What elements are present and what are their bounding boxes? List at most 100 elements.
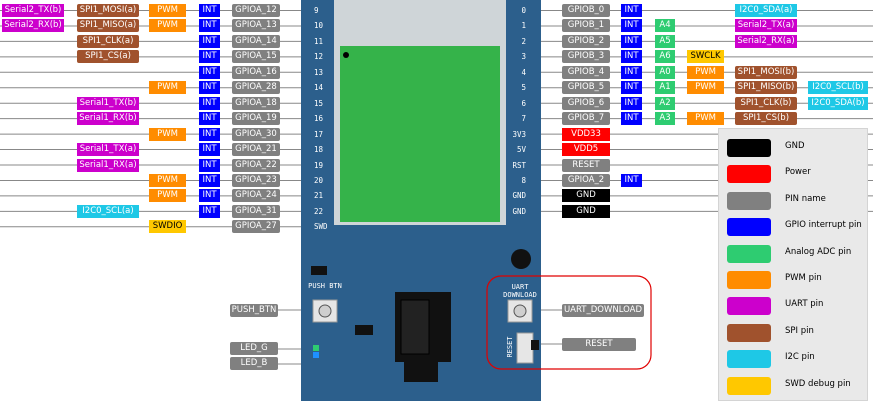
right-func-label: I2C0_SDA(a)	[735, 4, 797, 17]
legend-swatch	[727, 139, 771, 157]
legend-item: PWM pin	[727, 271, 867, 291]
right-int-label: INT	[621, 81, 642, 95]
left-pin-number: 21	[314, 191, 324, 201]
left-pin-number: 11	[314, 36, 324, 46]
left-pin-number: 18	[314, 145, 324, 155]
left-gpio-label: GPIOA_31	[232, 204, 280, 218]
right-pin-number: RST	[512, 160, 526, 170]
right-int-label: INT	[621, 65, 642, 79]
right-pin-number: 3V3	[512, 129, 526, 139]
legend-swatch	[727, 191, 771, 210]
left-func-label: SPI1_CLK(a)	[77, 34, 139, 48]
left-int-label: INT	[199, 204, 220, 218]
led-blue	[313, 352, 319, 358]
reset-switch	[516, 332, 534, 364]
right-int-label: INT	[621, 34, 642, 48]
legend-swatch	[727, 218, 771, 237]
right-pin-number: 6	[521, 98, 526, 108]
left-pin-number: 13	[314, 67, 324, 77]
right-name-label: GND	[562, 204, 610, 218]
regulator-chip	[311, 266, 327, 275]
left-func-label: Serial1_RX(b)	[77, 112, 139, 126]
left-pin-number: 14	[314, 83, 324, 93]
right-func-label: PWM	[687, 65, 724, 79]
legend-item: Power	[727, 165, 867, 185]
legend-label: Analog ADC pin	[785, 246, 852, 257]
left-int-label: INT	[199, 158, 220, 172]
right-name-label: GPIOB_0	[562, 4, 610, 17]
left-func-label: Serial1_TX(b)	[77, 96, 139, 110]
left-func-label: Serial2_RX(b)	[2, 19, 64, 33]
right-func-label: SPI1_MOSI(b)	[735, 65, 797, 79]
right-adc-label: A0	[655, 65, 675, 79]
right-func-label: PWM	[687, 112, 724, 126]
left-int-label: INT	[199, 143, 220, 157]
usb-connector-inner	[400, 299, 430, 355]
legend-swatch	[727, 323, 771, 342]
right-name-label: GPIOB_6	[562, 96, 610, 110]
right-func-label: SWCLK	[687, 50, 724, 64]
right-pin-number: 5	[521, 83, 526, 93]
legend-swatch	[727, 271, 771, 289]
legend-label: SPI pin	[785, 325, 814, 336]
right-pin-number: 8	[521, 175, 526, 185]
right-pin-number: 7	[521, 114, 526, 124]
right-func-label: Serial2_TX(a)	[735, 19, 797, 33]
led-green	[313, 345, 319, 351]
right-int-label: INT	[621, 96, 642, 110]
right-name-label: GPIOB_3	[562, 50, 610, 64]
left-int-label: INT	[199, 81, 220, 95]
antenna-area	[340, 46, 500, 222]
led-b-label: LED_B	[230, 357, 278, 370]
right-name-label: GPIOB_2	[562, 34, 610, 48]
left-func-label: PWM	[149, 19, 186, 33]
legend-label: PIN name	[785, 193, 826, 204]
legend-item: Analog ADC pin	[727, 244, 867, 265]
left-int-label: INT	[199, 173, 220, 187]
legend-label: SWD debug pin	[785, 378, 851, 389]
left-int-label: INT	[199, 189, 220, 203]
legend-label: GND	[785, 141, 805, 151]
legend-label: I2C pin	[785, 352, 815, 363]
legend-item: GND	[727, 139, 867, 159]
left-func-label: PWM	[149, 189, 186, 203]
left-func-label: SPI1_CS(a)	[77, 50, 139, 64]
left-pin-number: 15	[314, 98, 324, 108]
right-int-label: INT	[621, 173, 642, 187]
right-func-label: SPI1_MISO(b)	[735, 81, 797, 95]
right-adc-label: A2	[655, 96, 675, 110]
right-name-label: VDD5	[562, 143, 610, 157]
right-name-label: GPIOB_1	[562, 19, 610, 33]
left-func-label: PWM	[149, 127, 186, 141]
legend-swatch	[727, 244, 771, 263]
legend-swatch	[727, 297, 771, 316]
left-func-label: Serial1_TX(a)	[77, 143, 139, 157]
push-button-cap	[318, 304, 332, 318]
left-func-label: SPI1_MOSI(a)	[77, 4, 139, 17]
right-pin-number: 3	[521, 52, 526, 62]
left-int-label: INT	[199, 65, 220, 79]
right-pin-number: GND	[512, 206, 526, 216]
legend-item: UART pin	[727, 297, 867, 317]
left-pin-number: 22	[314, 206, 324, 216]
left-int-label: INT	[199, 112, 220, 126]
legend-item: SPI pin	[727, 323, 867, 344]
left-func-label: SWDIO	[149, 220, 186, 234]
legend-swatch	[727, 350, 771, 369]
legend-label: PWM pin	[785, 273, 822, 283]
right-pin-number: 4	[521, 67, 526, 77]
right-name-label: GPIOB_7	[562, 112, 610, 126]
right-pin-number: 5V	[516, 145, 526, 155]
left-gpio-label: GPIOA_12	[232, 4, 280, 17]
module-dot	[343, 52, 349, 58]
right-func-label: SPI1_CS(b)	[735, 112, 797, 126]
left-gpio-label: GPIOA_13	[232, 19, 280, 33]
right-pin-number: 2	[521, 36, 526, 46]
right-func-label: PWM	[687, 81, 724, 95]
left-func-label: PWM	[149, 173, 186, 187]
left-pin-number: 12	[314, 52, 324, 62]
right-pin-number: GND	[512, 191, 526, 201]
right-name-label: GPIOB_4	[562, 65, 610, 79]
